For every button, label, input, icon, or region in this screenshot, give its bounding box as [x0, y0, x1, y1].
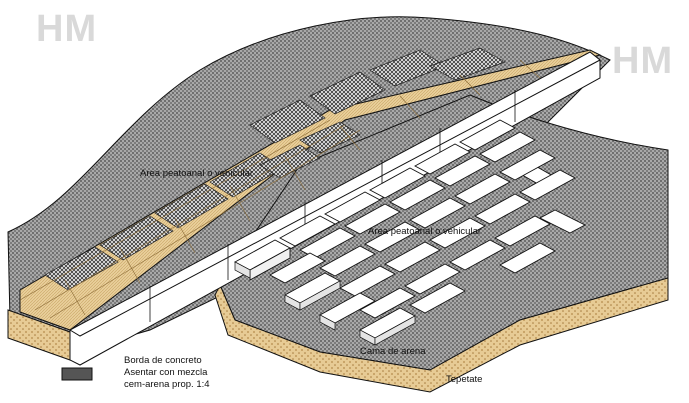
sand-bed-label: Cama de arena	[360, 346, 426, 357]
border-label-line2: Asentar con mezcla	[124, 367, 208, 378]
watermark-right-text: HM	[612, 40, 674, 82]
border-label-line1: Borda de concreto	[124, 355, 202, 366]
watermark-left-text: HM	[36, 8, 98, 50]
area-label-left: Area peatoanal o vehicular	[140, 168, 254, 179]
area-label-right: Area peatoanal o vehicular	[368, 226, 482, 237]
border-label-line3: cem-arena prop. 1:4	[124, 379, 210, 390]
hatched-tiles	[44, 47, 506, 291]
watermark-left: HM	[36, 8, 97, 51]
paver-sides	[234, 261, 416, 346]
subgrade-label: Tepetate	[446, 374, 483, 385]
tile-grid	[19, 59, 541, 319]
soil-right	[214, 277, 669, 393]
watermark-right: HM	[612, 40, 673, 83]
